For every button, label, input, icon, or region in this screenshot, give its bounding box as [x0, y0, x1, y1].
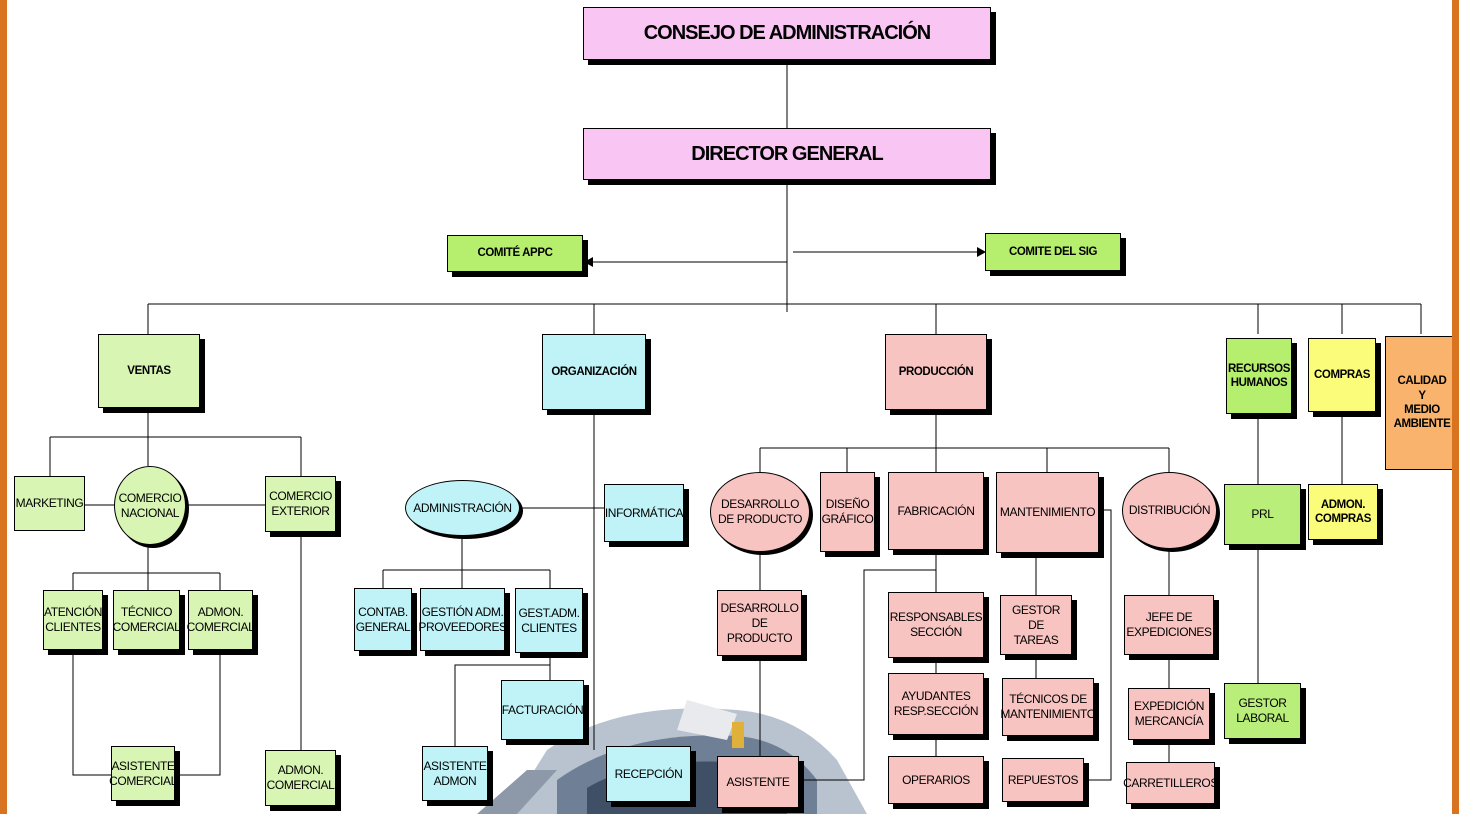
- node-repuestos: REPUESTOS: [1002, 758, 1084, 802]
- node-tecnicos-mantenimiento: TÉCNICOS DE MANTENIMIENTO: [1000, 678, 1096, 736]
- node-carretilleros: CARRETILLEROS: [1123, 762, 1218, 804]
- node-rrhh: RECURSOS HUMANOS: [1226, 338, 1292, 414]
- node-desarrollo-producto-2: DESARROLLO DE PRODUCTO: [717, 590, 802, 656]
- node-mantenimiento: MANTENIMIENTO: [996, 472, 1099, 553]
- node-contab-general: CONTAB. GENERAL: [354, 588, 412, 651]
- node-diseno-grafico: DISEÑO GRÁFICO: [820, 472, 875, 552]
- node-marketing: MARKETING: [14, 476, 85, 531]
- node-director: DIRECTOR GENERAL: [583, 128, 991, 180]
- node-asistente-comercial: ASISTENTE COMERCIAL: [109, 746, 177, 801]
- node-gestor-laboral: GESTOR LABORAL: [1224, 683, 1301, 739]
- node-ventas: VENTAS: [98, 334, 200, 408]
- node-informatica: INFORMÁTICA: [604, 484, 684, 542]
- node-asistente: ASISTENTE: [717, 756, 799, 808]
- node-prl: PRL: [1224, 484, 1301, 545]
- node-produccion: PRODUCCIÓN: [885, 334, 987, 410]
- node-comercio-exterior: COMERCIO EXTERIOR: [265, 476, 336, 532]
- node-calidad: CALIDAD Y MEDIO AMBIENTE: [1385, 336, 1452, 470]
- node-gest-clientes: GEST.ADM. CLIENTES: [515, 588, 583, 653]
- node-administracion: ADMINISTRACIÓN: [405, 480, 520, 536]
- node-atencion-clientes: ATENCIÓN CLIENTES: [43, 590, 103, 650]
- node-ayudantes: AYUDANTES RESP.SECCIÓN: [888, 673, 984, 735]
- node-operarios: OPERARIOS: [888, 756, 984, 804]
- node-gestor-tareas: GESTOR DE TAREAS: [1000, 595, 1072, 655]
- node-consejo: CONSEJO DE ADMINISTRACIÓN: [583, 7, 991, 60]
- node-compras: COMPRAS: [1308, 338, 1376, 412]
- node-jefe-expediciones: JEFE DE EXPEDICIONES: [1124, 595, 1214, 655]
- node-expedicion-mercancia: EXPEDICIÓN MERCANCÍA: [1128, 688, 1210, 740]
- connector-lines: [49, 60, 1422, 781]
- node-distribucion: DISTRIBUCIÓN: [1122, 472, 1217, 549]
- node-comercio-nacional: COMERCIO NACIONAL: [114, 466, 186, 545]
- node-responsables-seccion: RESPONSABLES SECCIÓN: [888, 592, 984, 658]
- node-recepcion: RECEPCIÓN: [606, 746, 691, 802]
- node-organizacion: ORGANIZACIÓN: [542, 334, 646, 410]
- node-asistente-admon: ASISTENTE ADMON: [422, 746, 488, 801]
- node-comite-appc: COMITÉ APPC: [447, 235, 583, 272]
- node-facturacion: FACTURACIÓN: [501, 680, 584, 740]
- node-tecnico-comercial: TÉCNICO COMERCIAL: [113, 590, 181, 650]
- node-desarrollo-producto: DESARROLLO DE PRODUCTO: [710, 472, 810, 552]
- node-comite-sig: COMITE DEL SIG: [985, 233, 1121, 271]
- node-gestion-proveedores: GESTIÓN ADM. PROVEEDORES: [418, 588, 507, 651]
- node-fabricacion: FABRICACIÓN: [888, 472, 984, 550]
- node-admon-comercial-2: ADMON. COMERCIAL: [265, 750, 336, 806]
- node-admon-compras: ADMON. COMPRAS: [1308, 484, 1378, 540]
- node-admon-comercial-1: ADMON. COMERCIAL: [187, 590, 255, 650]
